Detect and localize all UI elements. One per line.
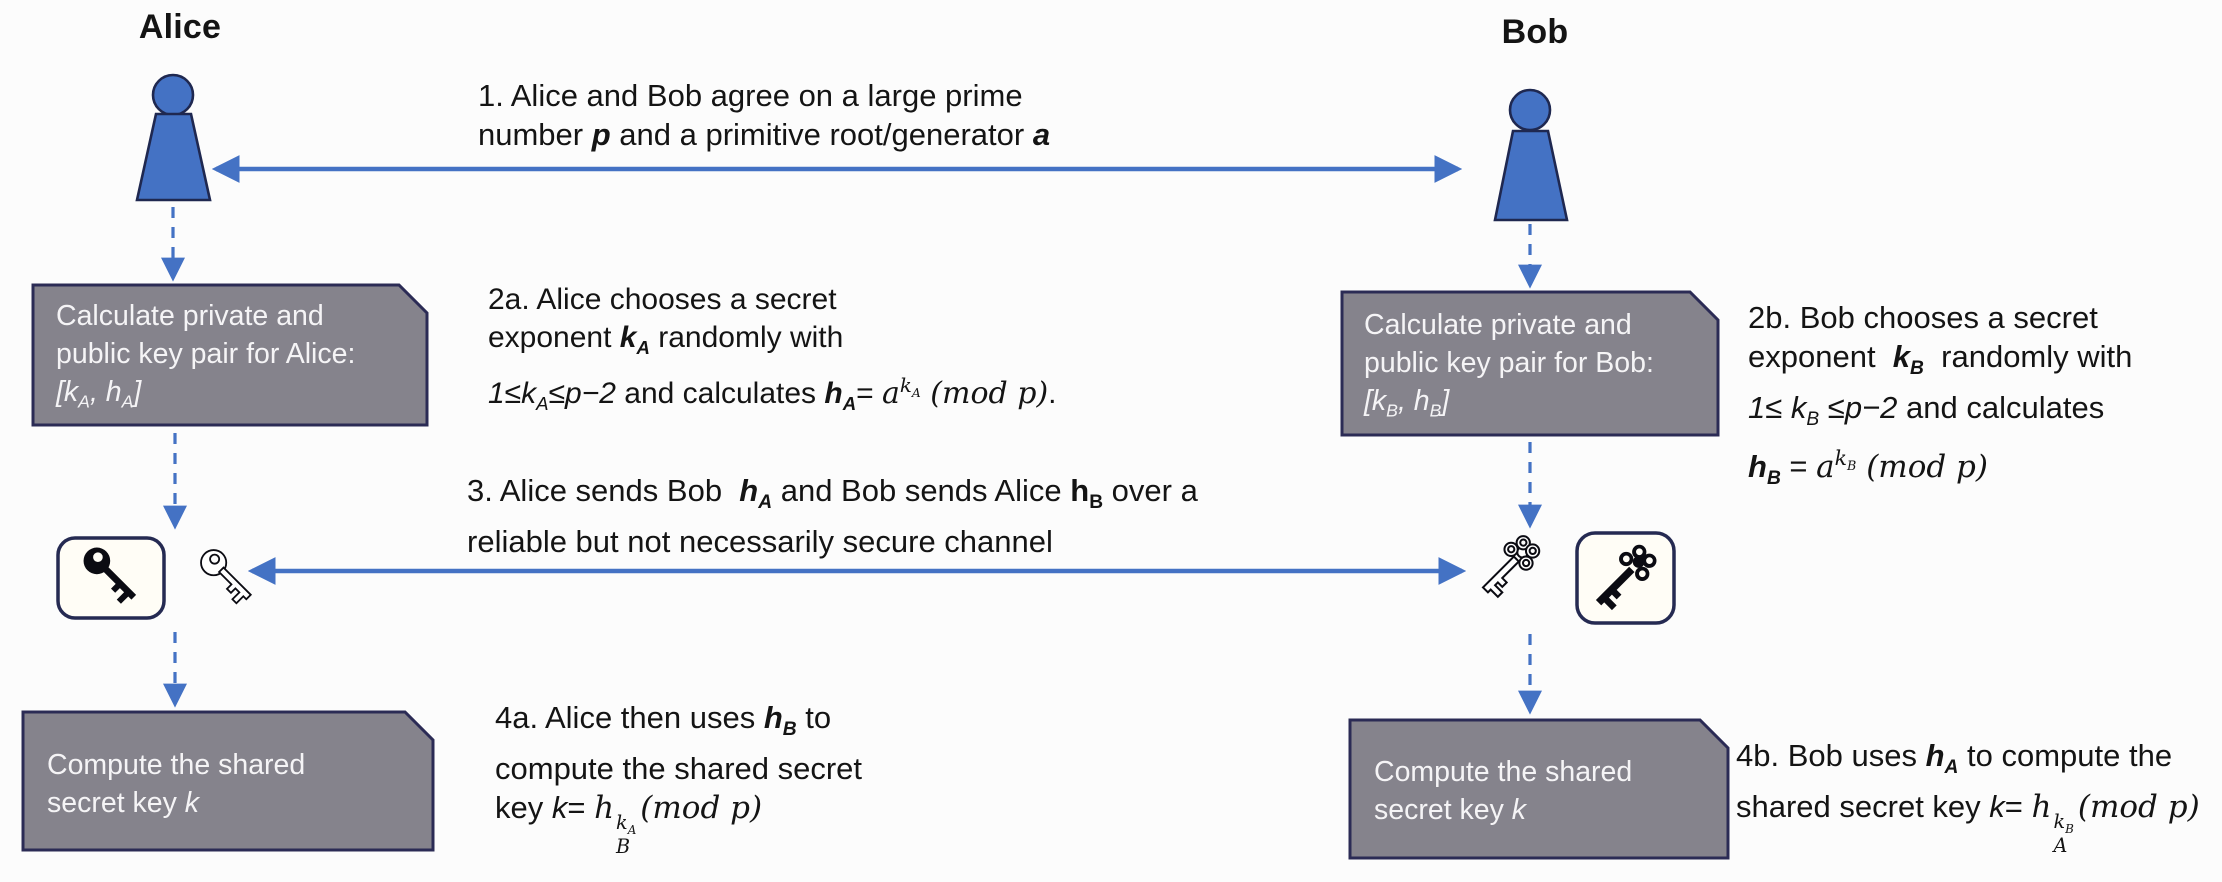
step3-line2: reliable but not necessarily secure chan… <box>467 524 1053 560</box>
alice-keypair-box-text: Calculate private and public key pair fo… <box>56 297 355 421</box>
step3-text: 3. Alice sends Bob hA and Bob sends Alic… <box>467 471 1198 561</box>
bob-label: Bob <box>1501 13 1569 51</box>
step2b-text: 2b. Bob chooses a secret exponent kB ran… <box>1748 298 2132 498</box>
alice-keypair-line2: public key pair for Alice: <box>56 338 356 370</box>
step4b-text: 4b. Bob uses hA to compute the shared se… <box>1736 736 2200 855</box>
step2a-line3: 1≤kA≤p−2 and calculates hA= akA (mod p). <box>488 374 1057 414</box>
step2b-line3: 1≤ kB ≤p−2 and calculates <box>1748 390 2105 431</box>
bob-compute-line1: Compute the shared <box>1374 756 1633 788</box>
step2a-line1: 2a. Alice chooses a secret <box>488 283 837 316</box>
alice-keypair-line3: [kA, hA] <box>56 376 142 412</box>
outline-key-icon <box>194 543 259 608</box>
step1-line1: 1. Alice and Bob agree on a large prime <box>478 78 1023 113</box>
bob-keypair-box-text: Calculate private and public key pair fo… <box>1364 306 1654 430</box>
step1-text: 1. Alice and Bob agree on a large prime … <box>478 76 1050 154</box>
alice-person-icon <box>135 73 212 202</box>
step3-line1: 3. Alice sends Bob hA and Bob sends Alic… <box>467 473 1198 514</box>
alice-label: Alice <box>138 8 222 46</box>
alice-keypair-line1: Calculate private and <box>56 300 324 332</box>
bob-compute-box-text: Compute the shared secret key k <box>1374 753 1632 829</box>
alice-compute-line1: Compute the shared <box>47 749 306 781</box>
bob-keypair-line2: public key pair for Bob: <box>1364 347 1654 379</box>
step1-line2: number p and a primitive root/generator … <box>478 117 1051 152</box>
alice-keypair-box <box>31 283 429 427</box>
bob-compute-box <box>1348 718 1730 860</box>
alice-compute-line2: secret key k <box>47 787 200 819</box>
alice-compute-box <box>21 710 435 852</box>
alice-flow-arrows <box>161 207 187 708</box>
step4a-text: 4a. Alice then uses hB to compute the sh… <box>495 698 862 856</box>
bob-person-icon <box>1493 88 1569 222</box>
step4a-line1: 4a. Alice then uses hB to <box>495 700 832 741</box>
alice-compute-box-text: Compute the shared secret key k <box>47 746 305 822</box>
bob-compute-line2: secret key k <box>1374 794 1527 826</box>
step4a-line2: compute the shared secret <box>495 751 863 787</box>
step2b-line2: exponent kB randomly with <box>1748 339 2133 380</box>
bob-keypair-box <box>1340 290 1720 437</box>
step4b-line1: 4b. Bob uses hA to compute the <box>1736 738 2173 779</box>
step2a-line2: exponent kA randomly with <box>488 321 844 358</box>
step2b-line1: 2b. Bob chooses a secret <box>1748 300 2098 335</box>
bob-keypair-line3: [kB, hB] <box>1364 385 1450 421</box>
step2a-text: 2a. Alice chooses a secret exponent kA r… <box>488 281 1057 423</box>
bob-keypair-line1: Calculate private and <box>1364 309 1632 341</box>
step2b-line4: hB = akB (mod p) <box>1748 446 1988 489</box>
outline-ornate-key-icon <box>1472 529 1546 603</box>
